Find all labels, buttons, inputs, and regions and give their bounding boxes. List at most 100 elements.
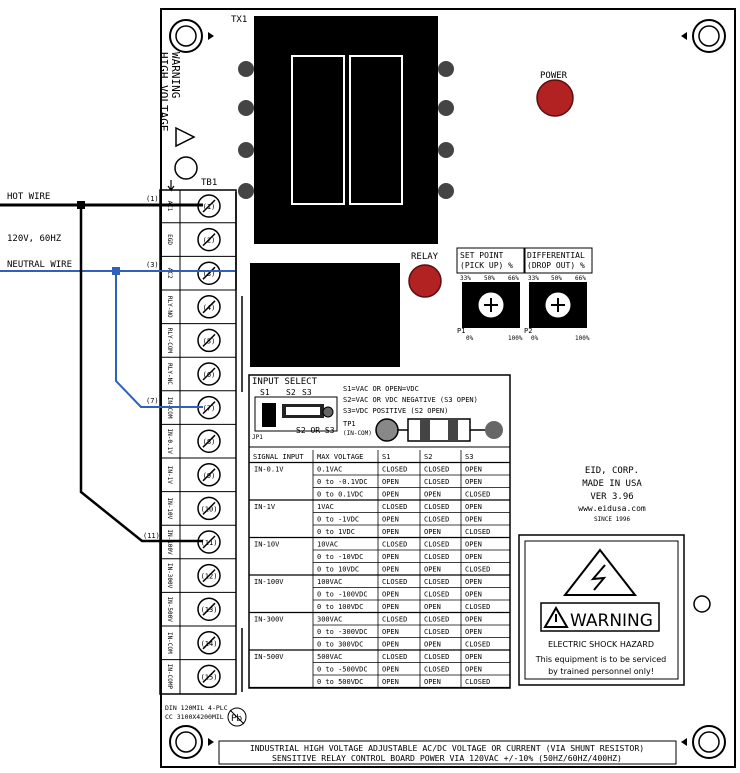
table-cell: 0 to 100VDC	[317, 603, 363, 611]
table-cell: OPEN	[465, 653, 482, 661]
terminal: (4)RLY-NO	[160, 289, 236, 319]
terminal: (10)IN-10V	[160, 491, 236, 521]
mounting-line2: CC 3100X4200MIL	[165, 713, 224, 721]
table-cell: 500VAC	[317, 653, 342, 661]
table-cell: OPEN	[424, 678, 441, 686]
terminal-number: (13)	[201, 606, 218, 614]
wire-pin-1: (1)	[146, 195, 159, 203]
warning-line2: HIGH VOLTAGE	[157, 52, 170, 131]
table-cell: OPEN	[382, 528, 399, 536]
setpoint-title1: SET POINT	[460, 251, 504, 260]
lead-free-text: Pb	[231, 714, 242, 724]
table-cell: OPEN	[465, 478, 482, 486]
table-cell: 10VAC	[317, 541, 338, 549]
hazard-word: WARNING	[570, 611, 653, 631]
table-cell: OPEN	[382, 491, 399, 499]
input-select-title: INPUT SELECT	[252, 377, 318, 387]
differential-title1: DIFFERENTIAL	[527, 251, 585, 260]
differential-low: 0%	[531, 335, 539, 342]
setpoint-high: 100%	[508, 335, 523, 342]
table-cell: CLOSED	[382, 578, 407, 586]
differential-high: 100%	[575, 335, 590, 342]
relay-led	[408, 264, 442, 298]
table-cell: OPEN	[465, 553, 482, 561]
table-cell: CLOSED	[382, 653, 407, 661]
table-cell: CLOSED	[424, 616, 449, 624]
terminal-number: (3)	[203, 270, 216, 278]
table-cell: 0 to 300VDC	[317, 641, 363, 649]
relay-label: RELAY	[411, 252, 439, 262]
differential-scale-1: 33%	[528, 275, 539, 282]
terminal: (5)RLY-COM	[160, 323, 236, 353]
table-cell: OPEN	[424, 491, 441, 499]
table-cell: OPEN	[382, 603, 399, 611]
shock-hazard-label: WARNING ELECTRIC SHOCK HAZARD This equip…	[518, 534, 685, 686]
differential-potentiometer: DIFFERENTIAL (DROP OUT) % 33% 50% 66% P2…	[524, 247, 593, 342]
hazard-triangle-icon	[562, 548, 638, 596]
table-cell: OPEN	[382, 566, 399, 574]
setpoint-low: 0%	[466, 335, 474, 342]
jumper-jp1	[254, 396, 338, 432]
table-header: S3	[465, 453, 473, 461]
differential-pot-id: P2	[524, 327, 532, 335]
setpoint-potentiometer: SET POINT (PICK UP) % 33% 50% 66% P1 0% …	[456, 247, 525, 342]
table-header: MAX VOLTAGE	[317, 453, 363, 461]
table-cell: 0 to -500VDC	[317, 666, 368, 674]
terminal-label: AC2	[166, 268, 173, 279]
table-cell: CLOSED	[382, 541, 407, 549]
field-wiring: HOT WIRE 120V, 60HZ NEUTRAL WIRE (1) (3)…	[0, 192, 235, 543]
transformer-tx1	[238, 16, 454, 244]
table-cell: OPEN	[465, 666, 482, 674]
terminal-label: IN-0.1V	[166, 429, 173, 455]
hazard-line2: by trained personnel only!	[548, 667, 654, 676]
supply-voltage-label: 120V, 60HZ	[7, 234, 62, 244]
test-point-label: TP1	[343, 420, 356, 428]
note-s3: S3=VDC POSITIVE (S2 OPEN)	[343, 407, 448, 415]
setpoint-scale-2: 50%	[484, 275, 495, 282]
jumper-label: JP1	[252, 434, 263, 441]
hole-left	[174, 156, 198, 180]
table-cell: OPEN	[382, 666, 399, 674]
table-cell: OPEN	[465, 591, 482, 599]
footer-box	[218, 740, 677, 765]
differential-title2: (DROP OUT) %	[527, 261, 585, 270]
table-cell: 0 to -10VDC	[317, 553, 363, 561]
mounting-line1: DIN 120MIL 4-PLC	[165, 704, 228, 712]
table-cell: CLOSED	[465, 491, 490, 499]
table-cell: 1VAC	[317, 503, 334, 511]
table-signal-input: IN-100V	[254, 578, 284, 586]
terminal-number: (15)	[201, 673, 218, 681]
table-cell: 0 to -0.1VDC	[317, 478, 368, 486]
terminal-number: (2)	[203, 237, 216, 245]
table-cell: CLOSED	[424, 578, 449, 586]
hazard-title: ELECTRIC SHOCK HAZARD	[548, 640, 654, 649]
terminal-label: IN-1V	[166, 466, 173, 484]
table-cell: OPEN	[465, 616, 482, 624]
table-cell: OPEN	[382, 641, 399, 649]
table-cell: CLOSED	[465, 566, 490, 574]
terminal: (9)IN-1V	[160, 457, 236, 487]
mounting-hole-top-right	[681, 19, 726, 53]
table-cell: OPEN	[424, 566, 441, 574]
table-cell: CLOSED	[424, 591, 449, 599]
warning-triangle-icon	[175, 126, 196, 148]
hot-wire-label: HOT WIRE	[7, 192, 50, 202]
terminal: (6)RLY-NC	[160, 356, 236, 386]
table-cell: OPEN	[424, 528, 441, 536]
table-cell: 0 to 500VDC	[317, 678, 363, 686]
mounting-hole-bottom-left	[169, 725, 214, 759]
table-cell: 100VAC	[317, 578, 342, 586]
table-header: SIGNAL INPUT	[253, 453, 304, 461]
